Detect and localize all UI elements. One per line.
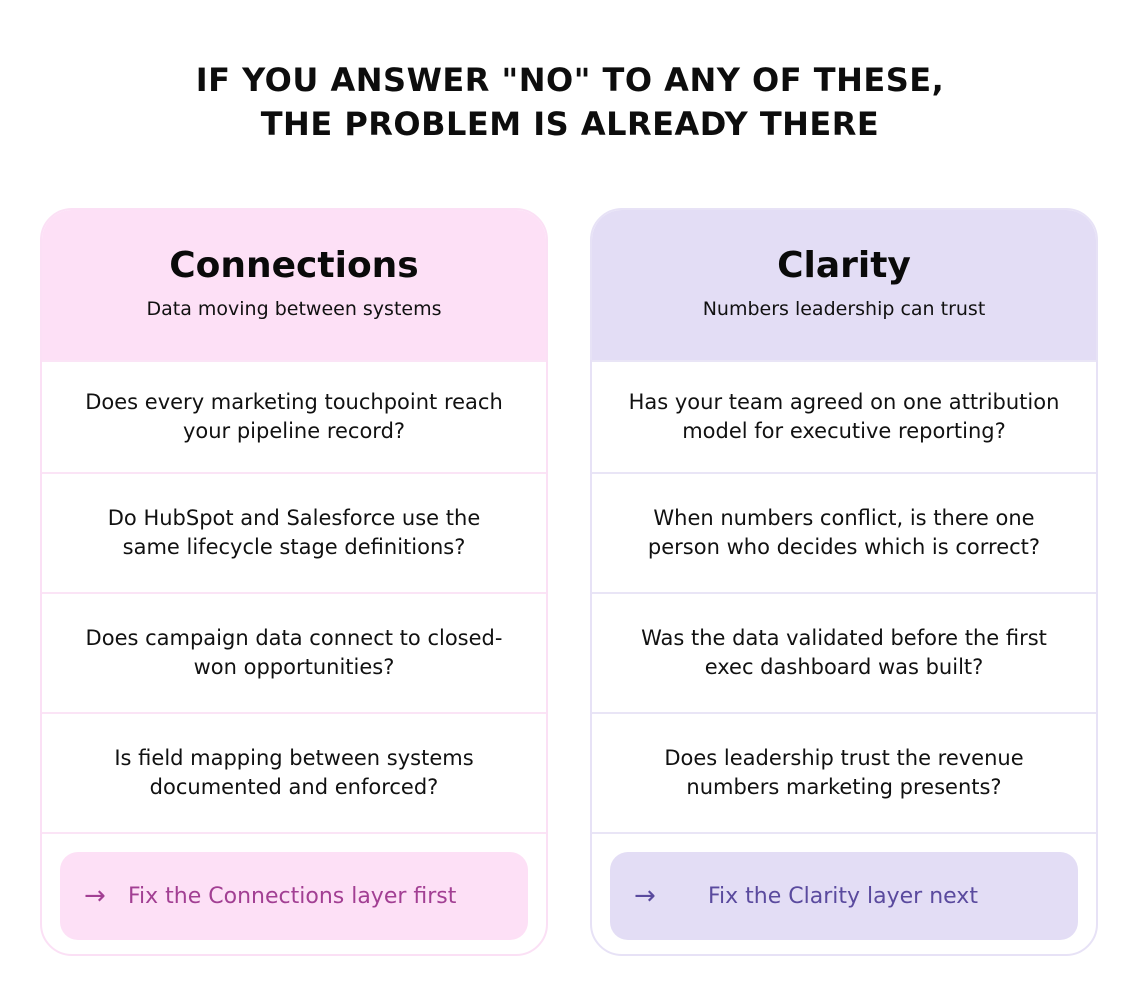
clarity-card-footer: → Fix the Clarity layer next [592,832,1096,954]
clarity-question-1: Has your team agreed on one attribution … [592,360,1096,472]
question-line: model for executive reporting? [682,419,1006,443]
headline-line-2: THE PROBLEM IS ALREADY THERE [260,105,880,143]
connections-card-footer: → Fix the Connections layer first [42,832,546,954]
clarity-card-header: Clarity Numbers leadership can trust [592,210,1096,360]
fix-clarity-button[interactable]: → Fix the Clarity layer next [610,852,1078,940]
question-line: numbers marketing presents? [686,775,1002,799]
question-line: Does every marketing touchpoint reach [85,390,503,414]
clarity-title: Clarity [777,245,911,286]
clarity-question-4: Does leadership trust the revenue number… [592,712,1096,832]
question-line: person who decides which is correct? [647,535,1041,559]
question-line: documented and enforced? [149,775,439,799]
headline-line-1: IF YOU ANSWER "NO" TO ANY OF THESE, [195,61,945,99]
clarity-question-2: When numbers conflict, is there one pers… [592,472,1096,592]
connections-card: Connections Data moving between systems … [40,208,548,956]
fix-connections-label: Fix the Connections layer first [128,883,457,909]
question-line: Was the data validated before the first [641,626,1047,650]
connections-question-4: Is field mapping between systems documen… [42,712,546,832]
question-line: Is field mapping between systems [114,746,474,770]
connections-question-2: Do HubSpot and Salesforce use the same l… [42,472,546,592]
clarity-question-3: Was the data validated before the first … [592,592,1096,712]
question-line: Does campaign data connect to closed- [85,626,503,650]
question-line: Does leadership trust the revenue [664,746,1024,770]
question-line: your pipeline record? [182,419,406,443]
connections-subtitle: Data moving between systems [146,298,442,320]
clarity-card: Clarity Numbers leadership can trust Has… [590,208,1098,956]
connections-question-1: Does every marketing touchpoint reach yo… [42,360,546,472]
page-headline: IF YOU ANSWER "NO" TO ANY OF THESE, THE … [0,58,1140,146]
arrow-right-icon: → [634,881,656,911]
question-line: won opportunities? [193,655,395,679]
question-line: exec dashboard was built? [704,655,984,679]
question-line: Has your team agreed on one attribution [628,390,1060,414]
fix-clarity-label: Fix the Clarity layer next [708,883,978,909]
connections-title: Connections [169,245,419,286]
question-line: same lifecycle stage definitions? [122,535,466,559]
question-line: Do HubSpot and Salesforce use the [107,506,481,530]
connections-question-3: Does campaign data connect to closed- wo… [42,592,546,712]
connections-card-header: Connections Data moving between systems [42,210,546,360]
arrow-right-icon: → [84,881,106,911]
question-line: When numbers conflict, is there one [653,506,1035,530]
fix-connections-button[interactable]: → Fix the Connections layer first [60,852,528,940]
clarity-subtitle: Numbers leadership can trust [702,298,986,320]
